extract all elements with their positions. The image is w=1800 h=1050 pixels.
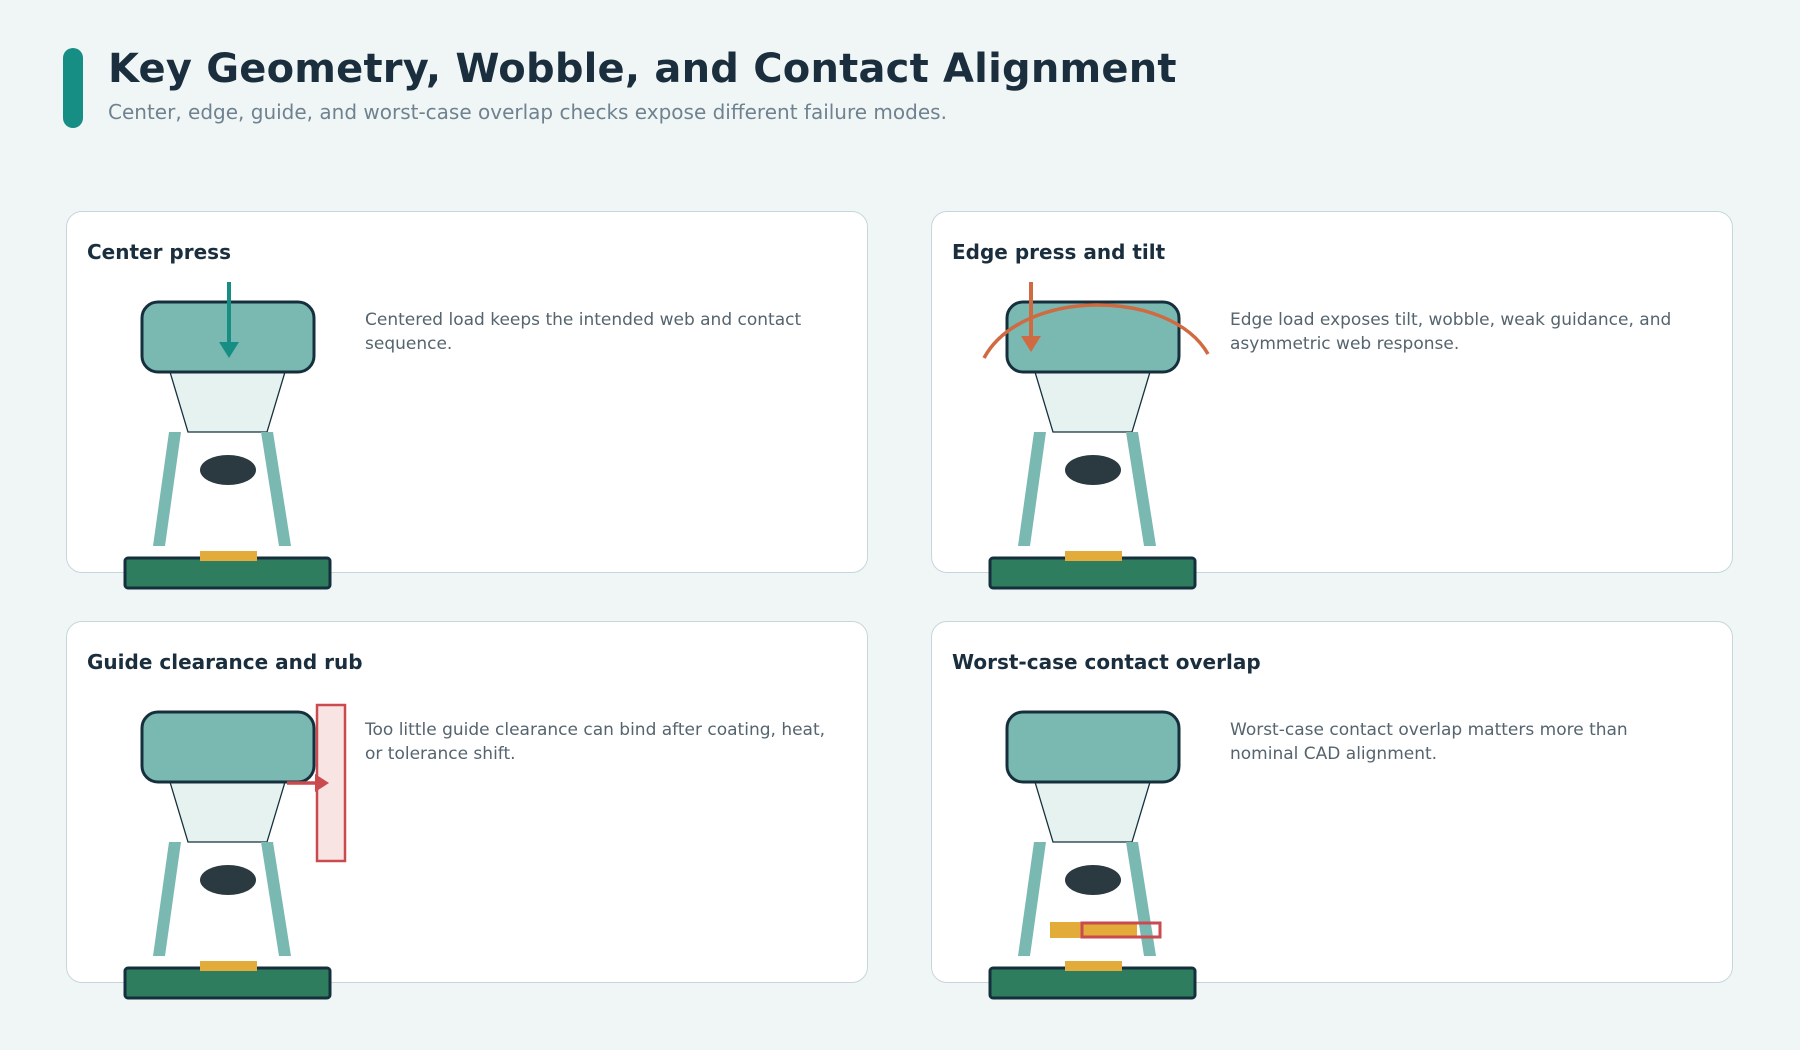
switch-housing [169, 371, 286, 433]
panel-edge-press: Edge press and tilt Edge load exposes ti… [931, 211, 1733, 590]
contact-pad [1065, 961, 1122, 971]
panel-title: Edge press and tilt [952, 240, 1166, 264]
base-plate [123, 556, 332, 590]
load-arrow-edge [1021, 282, 1041, 352]
contact-leaf-offset [1050, 922, 1082, 938]
contact-pad [200, 551, 257, 561]
stem-leg-right [1126, 842, 1156, 956]
contact-pad [1065, 551, 1122, 561]
keycap [1005, 710, 1181, 784]
panel-description: Worst-case contact overlap matters more … [1230, 720, 1628, 764]
title-accent-bar [63, 48, 83, 128]
panel-title: Guide clearance and rub [87, 650, 363, 674]
switch-housing [1034, 371, 1151, 433]
stem-leg-left [153, 842, 181, 956]
stem-leg-left [153, 432, 181, 546]
switch-housing [169, 781, 286, 843]
panel-description: Edge load exposes tilt, wobble, weak gui… [1230, 310, 1672, 354]
panel-center-press: Center press Centered load keeps the int… [66, 211, 868, 590]
web-center-hole [1065, 455, 1121, 485]
stem-leg-right [261, 842, 291, 956]
web-center-hole [200, 455, 256, 485]
keycap [140, 710, 316, 784]
switch-housing [1034, 781, 1151, 843]
contact-pad [200, 961, 257, 971]
switch-diagram-center [123, 282, 332, 590]
web-center-hole [1065, 865, 1121, 895]
stem-leg-right [1126, 432, 1156, 546]
base-plate [123, 966, 332, 1000]
stem-leg-left [1018, 842, 1046, 956]
switch-diagram-edge [982, 282, 1210, 590]
base-plate [988, 966, 1197, 1000]
page-title: Key Geometry, Wobble, and Contact Alignm… [108, 46, 1177, 92]
overlap-tolerance-box [1080, 921, 1162, 939]
keycap [1005, 300, 1181, 374]
load-arrow-center [219, 282, 239, 358]
panel-description: Centered load keeps the intended web and… [365, 310, 802, 354]
rub-arrow [287, 774, 329, 792]
panel-title: Worst-case contact overlap [952, 650, 1261, 674]
stem-leg-left [1018, 432, 1046, 546]
page-subtitle: Center, edge, guide, and worst-case over… [108, 100, 947, 124]
panel-guide-clearance: Guide clearance and rub Too little guide… [66, 621, 868, 1000]
switch-diagram-overlap [988, 710, 1197, 1000]
tilt-arc [982, 303, 1210, 359]
panel-title: Center press [87, 240, 231, 264]
panel-worst-case-overlap: Worst-case contact overlap Worst-case co… [931, 621, 1733, 1000]
stem-leg-right [261, 432, 291, 546]
panel-description: Too little guide clearance can bind afte… [365, 720, 826, 764]
contact-leaf-overlap [1082, 923, 1137, 937]
base-plate [988, 556, 1197, 590]
web-center-hole [200, 865, 256, 895]
switch-diagram-guide [123, 703, 347, 1000]
